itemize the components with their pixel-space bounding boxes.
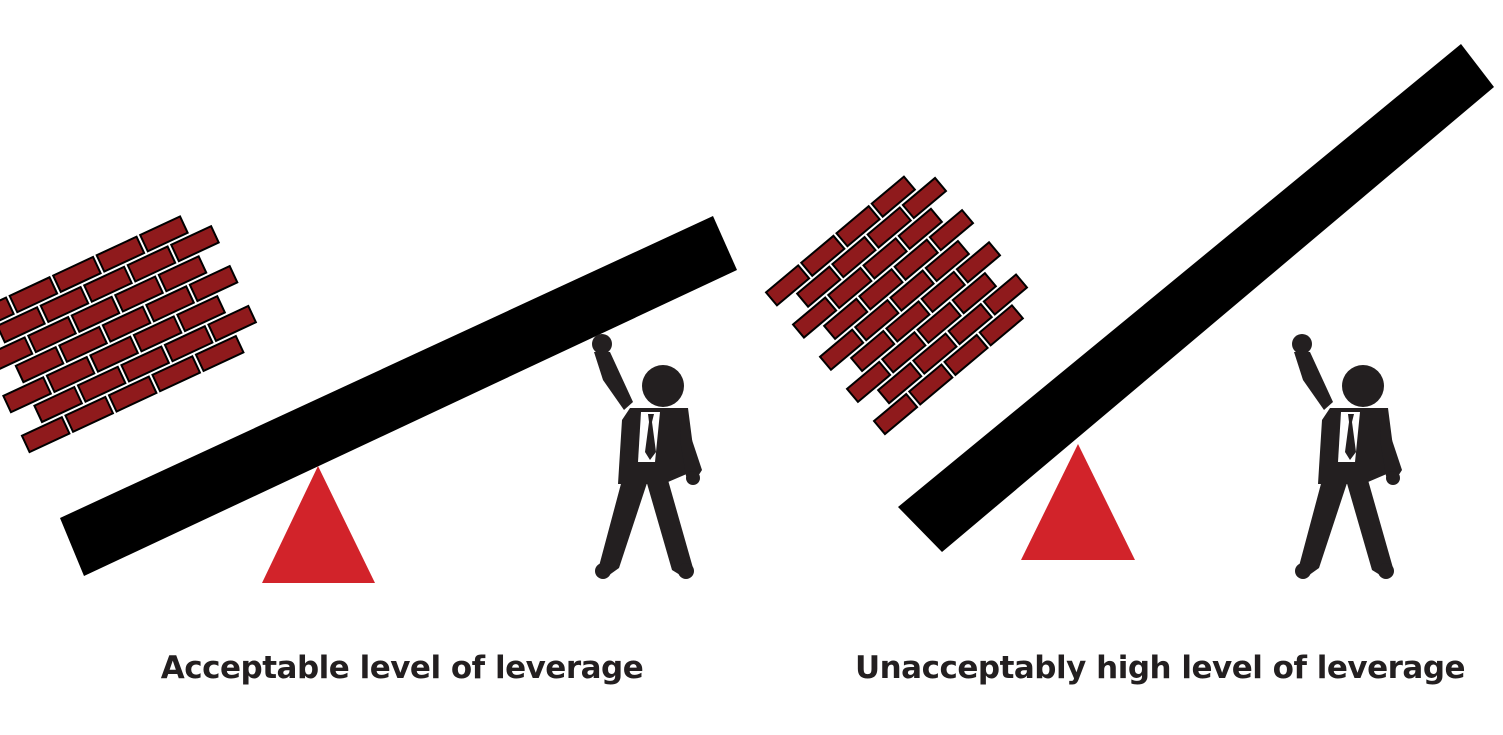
lever-beam-left: [60, 216, 737, 576]
brick: [151, 354, 202, 393]
brick: [893, 238, 940, 282]
brick: [0, 306, 47, 344]
brick: [845, 360, 892, 404]
businessman-left-icon: [592, 334, 702, 579]
brick: [880, 330, 927, 374]
brick: [799, 234, 846, 278]
brick: [955, 240, 1002, 284]
brick: [928, 208, 975, 252]
brick: [126, 245, 177, 283]
brick: [95, 235, 146, 273]
brick: [176, 294, 227, 333]
brick: [76, 365, 127, 404]
brick-stack-left: [0, 215, 258, 454]
brick: [876, 361, 923, 405]
brick: [64, 395, 115, 434]
brick: [924, 239, 971, 283]
brick: [169, 224, 221, 263]
brick: [866, 206, 913, 249]
brick: [45, 355, 96, 394]
brick: [14, 345, 65, 384]
brick: [51, 255, 102, 294]
brick: [916, 301, 963, 345]
brick: [113, 275, 165, 313]
brick: [39, 285, 90, 324]
brick: [791, 296, 838, 339]
brick: [157, 254, 208, 293]
brick: [951, 271, 998, 315]
panel-acceptable: [0, 215, 737, 583]
brick: [920, 270, 967, 314]
brick: [207, 304, 258, 343]
brick: [982, 273, 1029, 316]
brick: [8, 275, 59, 314]
brick: [901, 176, 948, 220]
brick: [978, 303, 1025, 347]
brick: [872, 392, 919, 436]
brick: [826, 266, 873, 310]
brick: [849, 329, 896, 373]
brick: [822, 297, 869, 341]
brick: [853, 298, 900, 342]
brick: [795, 265, 842, 309]
businessman-right-icon: [1292, 334, 1402, 579]
caption-unacceptable-leverage: Unacceptably high level of leverage: [854, 650, 1466, 686]
brick: [911, 332, 958, 376]
panel-unacceptable: [764, 44, 1494, 579]
brick: [870, 175, 917, 219]
brick: [0, 336, 34, 374]
brick: [138, 215, 189, 253]
brick: [57, 325, 109, 364]
caption-acceptable-leverage: Acceptable level of leverage: [160, 650, 644, 686]
brick: [830, 235, 877, 279]
brick: [947, 302, 994, 346]
brick: [897, 207, 944, 251]
brick: [82, 265, 134, 304]
brick: [163, 324, 214, 363]
brick: [188, 264, 239, 303]
lever-beam-right: [898, 44, 1494, 552]
brick: [132, 315, 183, 353]
brick: [33, 385, 84, 424]
brick: [764, 263, 811, 307]
brick: [884, 300, 931, 343]
brick-stack-right: [764, 175, 1029, 436]
brick: [120, 345, 171, 383]
brick: [89, 335, 140, 373]
brick: [889, 269, 936, 312]
brick: [857, 267, 904, 311]
brick: [101, 305, 152, 343]
brick: [862, 236, 909, 280]
fulcrum-right-icon: [1021, 444, 1135, 560]
brick: [20, 415, 71, 454]
brick: [835, 204, 882, 248]
brick: [818, 328, 865, 372]
brick: [107, 375, 158, 413]
fulcrum-left-icon: [262, 466, 375, 583]
brick: [2, 375, 53, 414]
brick: [907, 363, 954, 406]
brick: [194, 334, 245, 373]
brick: [70, 295, 121, 334]
brick: [943, 333, 990, 377]
brick: [144, 285, 196, 323]
brick: [0, 296, 15, 334]
brick: [26, 315, 78, 354]
